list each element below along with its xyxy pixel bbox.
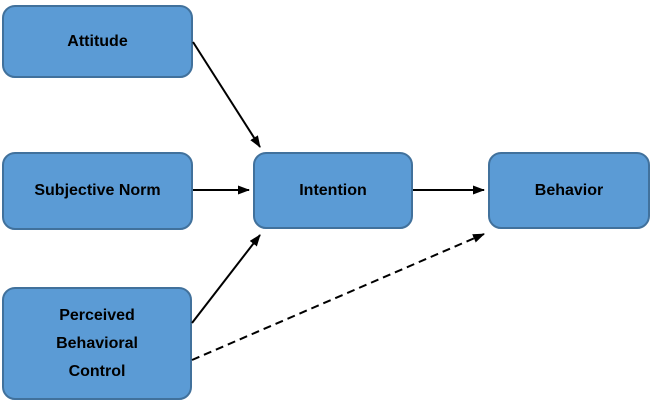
node-attitude-label: Attitude [67, 32, 128, 50]
edge-pbc-to-behavior-dashed-arrow [191, 233, 485, 361]
node-attitude: Attitude [2, 5, 193, 78]
node-perceived-behavioral-control-label: Perceived Behavioral Control [56, 306, 138, 380]
node-subjective-norm: Subjective Norm [2, 152, 193, 230]
node-intention: Intention [253, 152, 413, 229]
node-subjective-norm-label: Subjective Norm [34, 182, 161, 199]
node-perceived-behavioral-control: Perceived Behavioral Control [2, 287, 192, 400]
node-behavior: Behavior [488, 152, 650, 229]
node-behavior-label: Behavior [534, 181, 604, 199]
node-intention-label: Intention [299, 181, 367, 199]
edge-attitude-to-intention-arrow [192, 41, 261, 148]
edge-pbc-to-intention-arrow [191, 234, 261, 324]
